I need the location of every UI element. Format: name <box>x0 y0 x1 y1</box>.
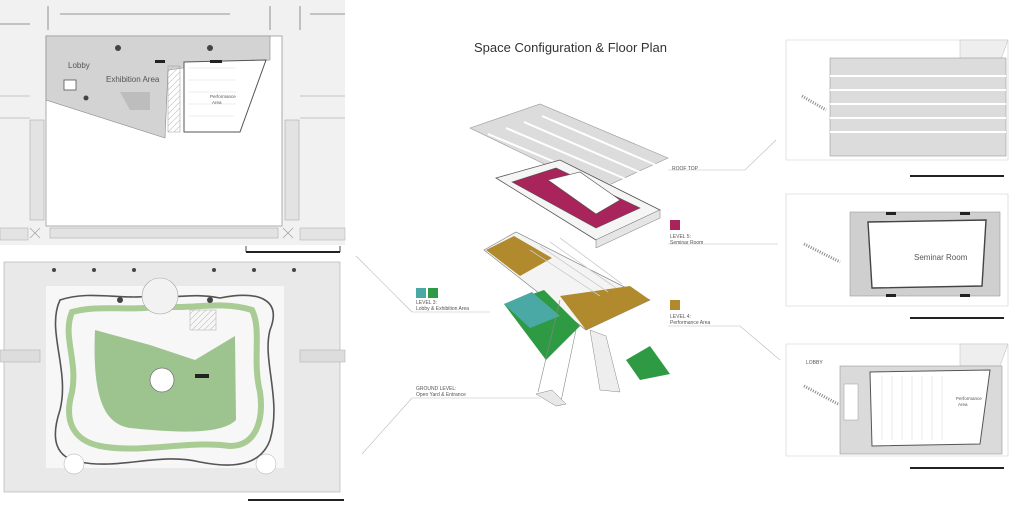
plan-level3 <box>0 0 346 253</box>
swatch-level3-lobby <box>416 288 426 298</box>
ground-label-b: Open Yard & Entrance <box>416 392 466 398</box>
swatch-level5 <box>670 220 680 230</box>
plan-ground <box>0 261 346 502</box>
roof-top-label: ROOF TOP <box>672 166 699 172</box>
level5-label-b: Seminar Room <box>670 240 703 246</box>
plan-roof <box>785 39 1009 177</box>
level4-label-a: LEVEL 4: <box>670 314 691 320</box>
level5-label-a: LEVEL 5: <box>670 234 691 240</box>
performance-small-label-a: Performance <box>956 396 982 401</box>
page-title: Space Configuration & Floor Plan <box>474 40 667 55</box>
level3-label-a: LEVEL 3: <box>416 300 437 306</box>
performance-label-a: Performance <box>210 94 236 99</box>
ground-label-a: GROUND LEVEL: <box>416 386 457 392</box>
level3-label-b: Lobby & Exhibition Area <box>416 306 469 312</box>
axonometric-diagram <box>355 103 781 455</box>
swatch-level3-exhibition <box>428 288 438 298</box>
level4-label-b: Performance Area <box>670 320 711 326</box>
performance-label-b: Area <box>212 100 222 105</box>
lobby-small-label: LOBBY <box>806 360 823 366</box>
plan-level5 <box>785 193 1009 319</box>
performance-small-label-b: Area <box>958 402 968 407</box>
seminar-room-label: Seminar Room <box>914 253 968 262</box>
exhibition-label: Exhibition Area <box>106 75 160 84</box>
swatch-level4 <box>670 300 680 310</box>
plan-level4 <box>785 343 1009 469</box>
lobby-label: Lobby <box>68 61 90 70</box>
